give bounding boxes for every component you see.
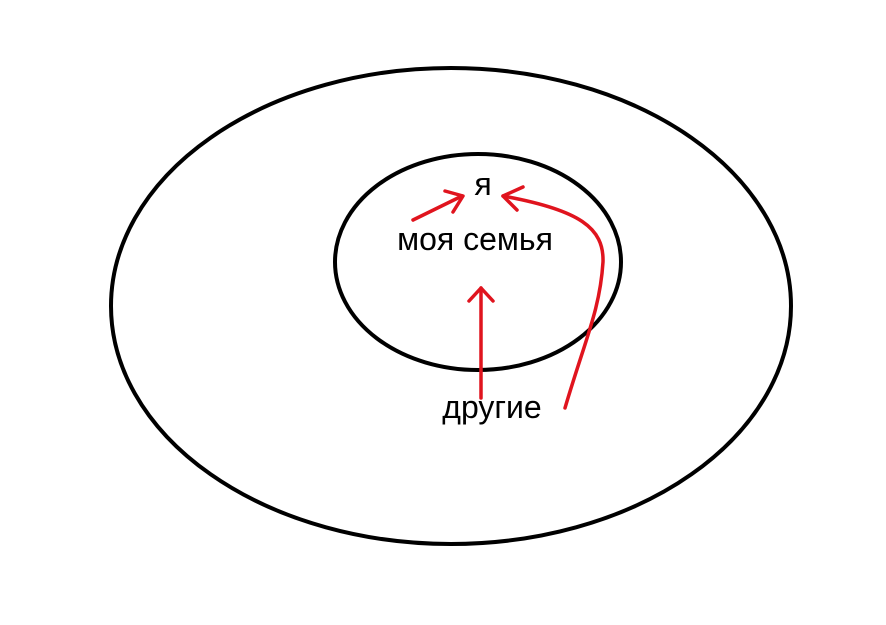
outer-circle bbox=[109, 66, 793, 546]
arrow-family-to-self-head bbox=[443, 189, 465, 214]
arrow-others-to-self bbox=[501, 194, 605, 410]
arrows-group bbox=[411, 185, 605, 410]
arrow-others-to-family-head bbox=[467, 286, 495, 303]
arrow-others-to-self-head bbox=[501, 185, 525, 212]
inner-circle bbox=[333, 152, 623, 372]
arrow-family-to-self bbox=[411, 194, 464, 222]
others-label: другие bbox=[442, 389, 541, 425]
self-label: я bbox=[474, 166, 491, 202]
family-label: моя семья bbox=[397, 221, 553, 257]
